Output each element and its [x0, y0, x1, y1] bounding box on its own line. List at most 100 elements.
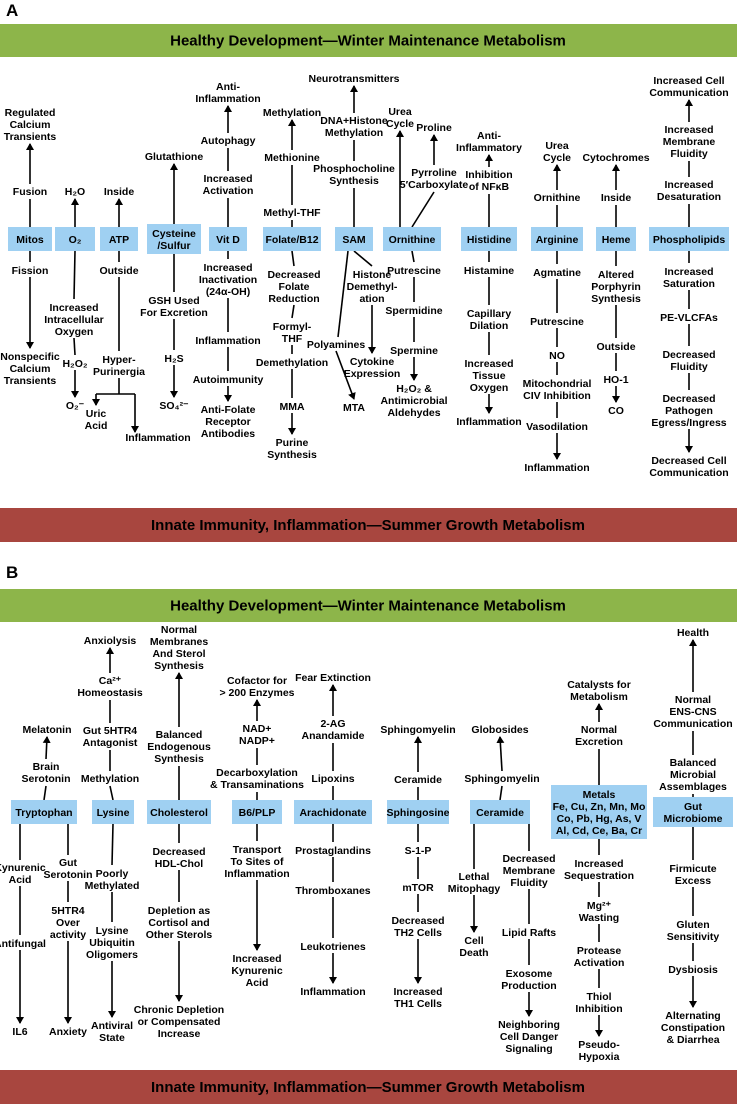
pathway-node-il6: IL6 — [12, 1026, 27, 1038]
pathway-node-co: CO — [608, 405, 624, 417]
pathway-node-mma: MMA — [279, 401, 304, 413]
metabolite-label-arachidonate: Arachidonate — [299, 807, 366, 819]
metabolite-label-tryptophan: Tryptophan — [15, 807, 72, 819]
pathway-node-demethylation: Demethylation — [256, 357, 328, 369]
metabolite-box-tryptophan — [11, 800, 77, 824]
pathway-edge — [499, 785, 503, 801]
pathway-node-inflammation: Inflammation — [300, 986, 365, 998]
pathway-node-mg-wasting: Mg²⁺Wasting — [579, 900, 619, 924]
metabolite-box-cysteine — [147, 224, 201, 254]
metabolite-label-arginine: Arginine — [536, 234, 579, 246]
top-band — [0, 589, 737, 622]
bottom-band — [0, 508, 737, 542]
pathway-edge — [73, 250, 76, 300]
pathway-node-outside: Outside — [99, 265, 138, 277]
pathway-node-proline: Proline — [416, 122, 452, 134]
pathway-node-histamine: Histamine — [464, 265, 514, 277]
pathway-node-h-o: H₂O — [65, 186, 85, 198]
pathway-node-health: Health — [677, 627, 709, 639]
pathway-node-sphingomyelin: Sphingomyelin — [380, 724, 455, 736]
metabolite-box-cholesterol — [147, 800, 211, 824]
pathway-node-o: O₂⁻ — [66, 400, 85, 412]
top-band — [0, 24, 737, 57]
pathway-node-h-o: H₂O₂ — [62, 358, 87, 370]
bottom-band-title: Innate Immunity, Inflammation—Summer Gro… — [151, 517, 585, 534]
metabolite-box-lysine — [92, 800, 134, 824]
metabolite-box-o — [55, 227, 95, 251]
metabolite-box-phospholipids — [649, 227, 729, 251]
pathway-node-dysbiosis: Dysbiosis — [668, 964, 718, 976]
pathway-node-polyamines: Polyamines — [307, 339, 366, 351]
pathway-edge — [291, 304, 295, 319]
pathway-node-agmatine: Agmatine — [533, 267, 581, 279]
pathway-edge — [411, 191, 435, 228]
pathway-node-thromboxanes: Thromboxanes — [295, 885, 370, 897]
pathway-node-leukotrienes: Leukotrienes — [300, 941, 366, 953]
pathway-node-anxiolysis: Anxiolysis — [84, 635, 137, 647]
pathway-node-ornithine: Ornithine — [534, 192, 581, 204]
pathway-node-nad-nadp: NAD+NADP+ — [239, 723, 275, 747]
metabolite-label-cysteine: Cysteine/Sulfur — [152, 228, 196, 252]
pathway-node-ceramide: Ceramide — [394, 774, 442, 786]
pathway-edge — [291, 250, 295, 267]
pathway-node-putrescine: Putrescine — [387, 265, 441, 277]
pathway-node-fission: Fission — [12, 265, 49, 277]
metabolite-label-sphingosine: Sphingosine — [387, 807, 450, 819]
pathway-node-methionine: Methionine — [264, 152, 320, 164]
metabolite-label-ornithine: Ornithine — [389, 234, 436, 246]
pathway-node-mtor: mTOR — [402, 882, 434, 894]
metabolite-label-o: O₂ — [69, 234, 82, 246]
pathway-edge — [496, 736, 505, 772]
pathway-node-s-1-p: S-1-P — [405, 845, 432, 857]
panel-letter: A — [6, 1, 18, 20]
pathway-edge — [335, 350, 356, 400]
metabolite-box-arachidonate — [294, 800, 372, 824]
metabolite-label-lysine: Lysine — [97, 807, 130, 819]
metabolite-label-cholesterol: Cholesterol — [150, 807, 208, 819]
pathway-node-putrescine: Putrescine — [530, 316, 584, 328]
pathway-node-cofactor-for-200-enzymes: Cofactor for> 200 Enzymes — [219, 675, 294, 699]
top-band-title: Healthy Development—Winter Maintenance M… — [170, 33, 566, 50]
pathway-edge — [411, 250, 415, 263]
metabolite-label-histidine: Histidine — [467, 234, 511, 246]
pathway-node-mta: MTA — [343, 402, 365, 414]
pathway-node-prostaglandins: Prostaglandins — [295, 845, 371, 857]
metabolite-box-b6-plp — [232, 800, 282, 824]
pathway-node-lipid-rafts: Lipid Rafts — [502, 927, 556, 939]
metabolite-label-folate-b12: Folate/B12 — [265, 234, 318, 246]
metabolite-box-heme — [596, 227, 636, 251]
pathway-edge — [353, 250, 373, 267]
